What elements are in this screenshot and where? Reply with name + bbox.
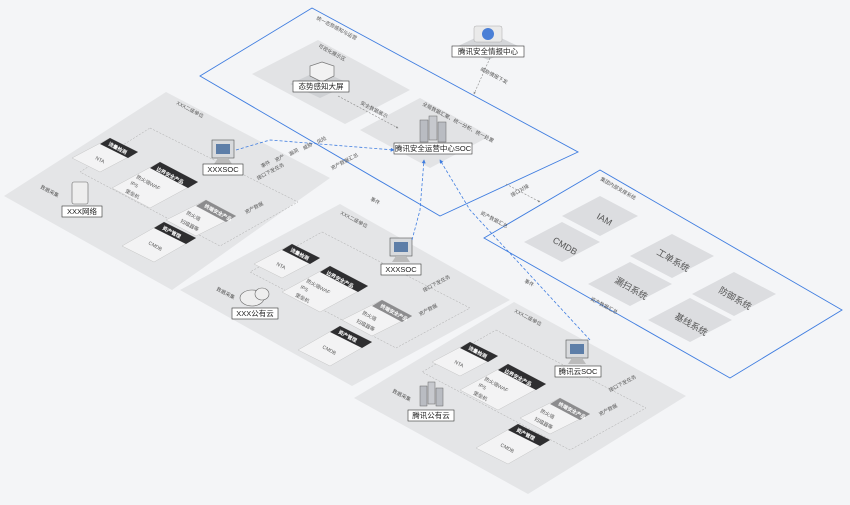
support-item[interactable]: IAM [562, 196, 638, 236]
server-cluster-icon [419, 115, 447, 143]
svg-text:事件: 事件 [523, 278, 535, 289]
flow-unit3-to-soc [439, 159, 591, 341]
intel-center-label: 腾讯安全情报中心 [458, 46, 518, 56]
svg-text:资产: 资产 [274, 153, 286, 164]
svg-text:风险: 风险 [316, 135, 328, 146]
cloud-icon [239, 287, 270, 307]
shield-icon [482, 28, 494, 40]
situation-screen-label: 态势感知大屏 [299, 81, 344, 91]
flow-unit2-to-soc [411, 159, 426, 241]
svg-text:事件: 事件 [260, 159, 272, 170]
flow-unit1-to-soc [235, 139, 395, 152]
unit-1-soc-node[interactable]: XXXSOC [202, 139, 244, 176]
top-region-title: 统一态势感知与运营 [315, 15, 358, 42]
tencent-soc-node[interactable]: 腾讯安全运营中心SOC [393, 115, 473, 155]
support-item[interactable]: 防御系统 [692, 272, 776, 316]
screen-link-line [337, 95, 399, 129]
support-region-border [483, 169, 843, 379]
network-icon [71, 181, 89, 205]
unit-1-env-node[interactable]: XXX网络 [61, 181, 103, 218]
support-item[interactable]: 漏扫系统 [588, 262, 672, 306]
support-item[interactable]: CMDB [524, 222, 600, 262]
unit-3-env-label: 腾讯公有云 [412, 410, 450, 420]
intel-link-label: 威胁情报下发 [479, 66, 509, 86]
unit-3-soc-label: 腾讯云SOC [559, 366, 598, 376]
unit-1-soc-label: XXXSOC [207, 165, 239, 174]
svg-text:IPS: IPS [477, 382, 488, 391]
monitor-icon [389, 237, 413, 262]
svg-text:事件: 事件 [369, 196, 381, 207]
unit-3-env-node[interactable]: 腾讯公有云 [407, 381, 455, 422]
support-region-title: 集团内部支撑系统 [599, 176, 637, 202]
tencent-soc-label: 腾讯安全运营中心SOC [395, 143, 472, 153]
unit-panel-1: XXX二级单位 流量检测 NTA 边界安全产品 防火墙WAF IPS 堡垒机 终… [4, 92, 330, 290]
support-link-line [505, 183, 541, 203]
top-region-border [199, 7, 580, 217]
intel-center-node[interactable]: 腾讯安全情报中心 [451, 25, 525, 60]
svg-text:IPS: IPS [299, 284, 310, 293]
support-item[interactable]: 基线系统 [648, 298, 732, 342]
svg-text:资产数据汇总: 资产数据汇总 [589, 296, 619, 316]
server-cluster-icon [419, 381, 444, 407]
monitor-icon [211, 139, 235, 164]
intel-link-line [473, 57, 491, 95]
svg-text:NTA: NTA [275, 261, 287, 271]
svg-text:IPS: IPS [129, 180, 140, 189]
unit-panel-3: XXX二级单位 流量检测 NTA 边界安全产品 防火墙WAF IPS 堡垒机 终… [354, 302, 686, 494]
support-region: 集团内部支撑系统 接口对接 IAM CMDB 工单系统 漏扫系统 防御系统 基线… [483, 169, 843, 379]
unit-2-soc-label: XXXSOC [385, 265, 417, 274]
support-item[interactable]: 工单系统 [630, 234, 714, 278]
support-link-label: 接口对接 [510, 183, 531, 199]
svg-text:漏洞: 漏洞 [288, 147, 300, 158]
unit-2-env-node[interactable]: XXX公有云 [231, 287, 279, 320]
monitor-icon [565, 339, 589, 364]
svg-text:资产数据汇总: 资产数据汇总 [479, 210, 509, 230]
unit-2-env-label: XXX公有云 [236, 308, 274, 318]
unit-2-soc-node[interactable]: XXXSOC [380, 237, 422, 276]
unit-1-env-label: XXX网络 [67, 206, 98, 216]
svg-text:NTA: NTA [453, 359, 465, 369]
unit-3-soc-node[interactable]: 腾讯云SOC [554, 339, 602, 378]
situation-screen-node[interactable]: 态势感知大屏 [290, 61, 350, 98]
unit-panel-2: XXX二级单位 流量检测 NTA 边界安全产品 防火墙WAF IPS 堡垒机 终… [180, 204, 510, 386]
unit-1-nta: NTA [94, 155, 106, 165]
svg-text:威胁: 威胁 [302, 141, 314, 152]
